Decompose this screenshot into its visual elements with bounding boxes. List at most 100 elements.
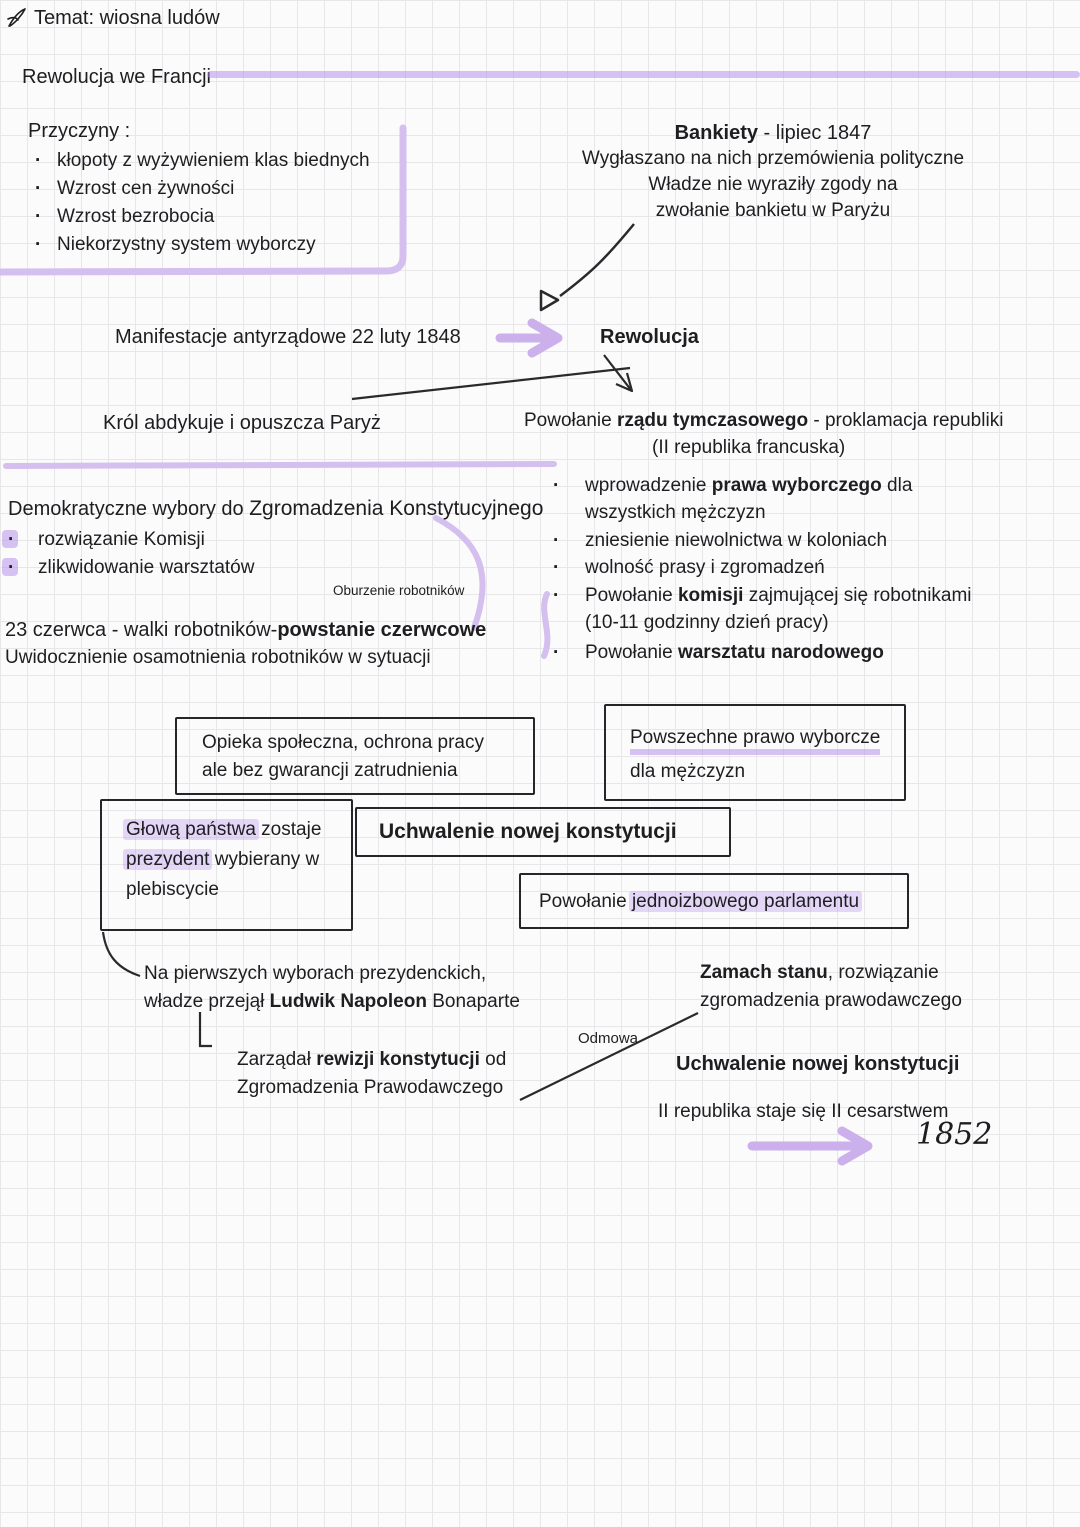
- bullet-dot: [8, 555, 14, 581]
- bullet-dot: [553, 640, 559, 666]
- causes-heading-text: Przyczyny :: [28, 120, 131, 142]
- welfare-line2-text: ale bez gwarancji zatrudnienia: [202, 760, 458, 781]
- elections-heading-pre: Demokratyczne wybory do: [8, 498, 250, 520]
- provisional-subheading: (II republika francuska): [652, 435, 845, 461]
- elbow-to-revision: [198, 1012, 212, 1048]
- coup-new-constitution: Uchwalenie nowej konstytucji: [676, 1051, 959, 1077]
- suffrage-line2: dla mężczyzn: [630, 759, 745, 785]
- year-label: 1852: [916, 1120, 992, 1150]
- manifest-text: Manifestacje antyrządowe 22 luty 1848: [115, 326, 461, 348]
- revision-line1: Zarządał rewizji konstytucji od: [237, 1047, 506, 1073]
- president-line2-highlight: prezydent: [123, 849, 213, 870]
- workers-anger-note: Oburzenie robotników: [333, 578, 464, 604]
- topic-text: Temat: wiosna ludów: [34, 7, 220, 29]
- banquets-title: Bankiety - lipiec 1847: [553, 120, 993, 146]
- item-text: wolność prasy i zgromadzeń: [585, 557, 825, 578]
- welfare-box: Opieka społeczna, ochrona pracy ale bez …: [175, 717, 535, 795]
- item-text-bold: komisji: [677, 585, 744, 606]
- curve-president-to-napoleon: [101, 931, 141, 978]
- revolution-text: Rewolucja: [600, 326, 699, 348]
- worker-squiggle: [541, 591, 551, 659]
- welfare-line1: Opieka społeczna, ochrona pracy: [202, 730, 484, 756]
- june-uprising-line2: Uwidocznienie osamotnienia robotników w …: [5, 645, 431, 671]
- new-constitution-title: Uchwalenie nowej konstytucji: [379, 819, 677, 845]
- item-text: dla: [881, 475, 913, 496]
- provisional-item: zniesienie niewolnictwa w koloniach: [585, 528, 887, 554]
- coup-line2-text: zgromadzenia prawodawczego: [700, 990, 962, 1011]
- cause-item-text: Niekorzystny system wyborczy: [57, 234, 316, 255]
- manifest-to-revolution-arrow: [495, 318, 563, 358]
- president-line1: Głową państwa zostaje: [123, 815, 322, 845]
- refusal-label: Odmowa: [578, 1026, 638, 1052]
- provisional-item-cont: wszystkich mężczyzn: [585, 500, 766, 526]
- parliament-line: Powołanie jednoizbowego parlamentu: [539, 889, 863, 915]
- june-line1-bold: powstanie czerwcowe: [277, 619, 487, 641]
- revision-line2-text: Zgromadzenia Prawodawczego: [237, 1077, 504, 1098]
- cause-item-text: kłopoty z wyżywieniem klas biednych: [57, 150, 370, 171]
- item-text-bold: warsztatu narodowego: [677, 642, 884, 663]
- president-line2-rest: wybierany w: [209, 849, 320, 870]
- provisional-heading: Powołanie rządu tymczasowego - proklamac…: [524, 408, 1003, 434]
- cause-item-text: Wzrost cen żywności: [57, 178, 235, 199]
- banquets-block: Bankiety - lipiec 1847 Wygłaszano na nic…: [553, 120, 993, 224]
- coup-new-constitution-text: Uchwalenie nowej konstytucji: [676, 1053, 960, 1075]
- empire-text: II republika staje się II cesarstwem: [658, 1101, 949, 1122]
- napoleon-line1: Na pierwszych wyborach prezydenckich,: [144, 961, 486, 987]
- banquets-line3-text: zwołanie bankietu w Paryżu: [655, 200, 891, 221]
- banquets-line2: Władze nie wyraziły zgody na: [553, 172, 993, 198]
- note-text: Oburzenie robotników: [333, 583, 465, 598]
- coup-line1: Zamach stanu, rozwiązanie: [700, 960, 939, 986]
- bullet-dot: [8, 527, 14, 553]
- banquets-line1: Wygłaszano na nich przemówienia politycz…: [553, 146, 993, 172]
- refusal-text: Odmowa: [578, 1030, 639, 1047]
- suffrage-line1-text: Powszechne prawo wyborcze: [630, 727, 881, 755]
- bullet-dot: [553, 528, 559, 554]
- banquets-title-rest: - lipiec 1847: [757, 122, 872, 144]
- king-text: Król abdykuje i opuszcza Paryż: [103, 412, 381, 434]
- provisional-item: wolność prasy i zgromadzeń: [585, 555, 825, 581]
- page-title-text: Rewolucja we Francji: [22, 66, 211, 88]
- banquets-line3: zwołanie bankietu w Paryżu: [553, 198, 993, 224]
- president-line3: plebiscycie: [126, 875, 219, 905]
- elections-heading-big: Zgromadzenia Konstytucyjnego: [249, 497, 544, 520]
- cause-item: kłopoty z wyżywieniem klas biednych: [57, 148, 370, 174]
- cause-item: Niekorzystny system wyborczy: [57, 232, 316, 258]
- bullet-dot: [35, 204, 41, 230]
- banquets-line2-text: Władze nie wyraziły zgody na: [648, 174, 898, 195]
- arrow-to-provisional-government: [603, 354, 634, 393]
- bullet-dot: [553, 555, 559, 581]
- page-title: Rewolucja we Francji: [22, 64, 211, 90]
- pen-doodle-icon: [7, 8, 26, 27]
- title-highlight-stroke: [207, 71, 1080, 78]
- provisional-item-cont: (10-11 godzinny dzień pracy): [585, 610, 829, 636]
- underline-king-section: [3, 461, 557, 469]
- bullet-dot: [553, 583, 559, 609]
- president-line3-text: plebiscycie: [126, 879, 219, 900]
- item-text: zajmującej się robotnikami: [743, 585, 972, 606]
- provisional-heading-bold: rządu tymczasowego: [616, 410, 809, 431]
- president-line1-rest: zostaje: [255, 819, 322, 840]
- provisional-heading-pre: Powołanie: [524, 410, 617, 431]
- line-to-king-abdication: [351, 366, 631, 401]
- king-abdication: Król abdykuje i opuszcza Paryż: [103, 410, 381, 436]
- parliament-pre: Powołanie: [539, 891, 632, 912]
- cause-item: Wzrost bezrobocia: [57, 204, 214, 230]
- president-box: Głową państwa zostaje prezydent wybieran…: [100, 799, 353, 931]
- causes-heading: Przyczyny :: [28, 118, 130, 144]
- empire-line: II republika staje się II cesarstwem: [658, 1099, 948, 1125]
- bullet-dot: [35, 176, 41, 202]
- bullet-dot: [553, 473, 559, 499]
- provisional-item: Powołanie warsztatu narodowego: [585, 640, 884, 666]
- cause-item-text: Wzrost bezrobocia: [57, 206, 215, 227]
- june-line1-pre: 23 czerwca - walki robotników-: [5, 619, 278, 641]
- provisional-subheading-text: (II republika francuska): [652, 437, 846, 458]
- coup-line1-post: , rozwiązanie: [827, 962, 939, 983]
- provisional-item: Powołanie komisji zajmującej się robotni…: [585, 583, 972, 609]
- revolution-label: Rewolucja: [600, 324, 699, 350]
- item-text-bold: prawa wyborczego: [711, 475, 882, 496]
- parliament-box: Powołanie jednoizbowego parlamentu: [519, 873, 909, 929]
- revision-line1-bold: rewizji konstytucji: [316, 1049, 480, 1070]
- suffrage-line1: Powszechne prawo wyborcze: [630, 725, 881, 755]
- banquets-line1-text: Wygłaszano na nich przemówienia politycz…: [581, 148, 965, 169]
- new-constitution-text: Uchwalenie nowej konstytucji: [379, 820, 677, 843]
